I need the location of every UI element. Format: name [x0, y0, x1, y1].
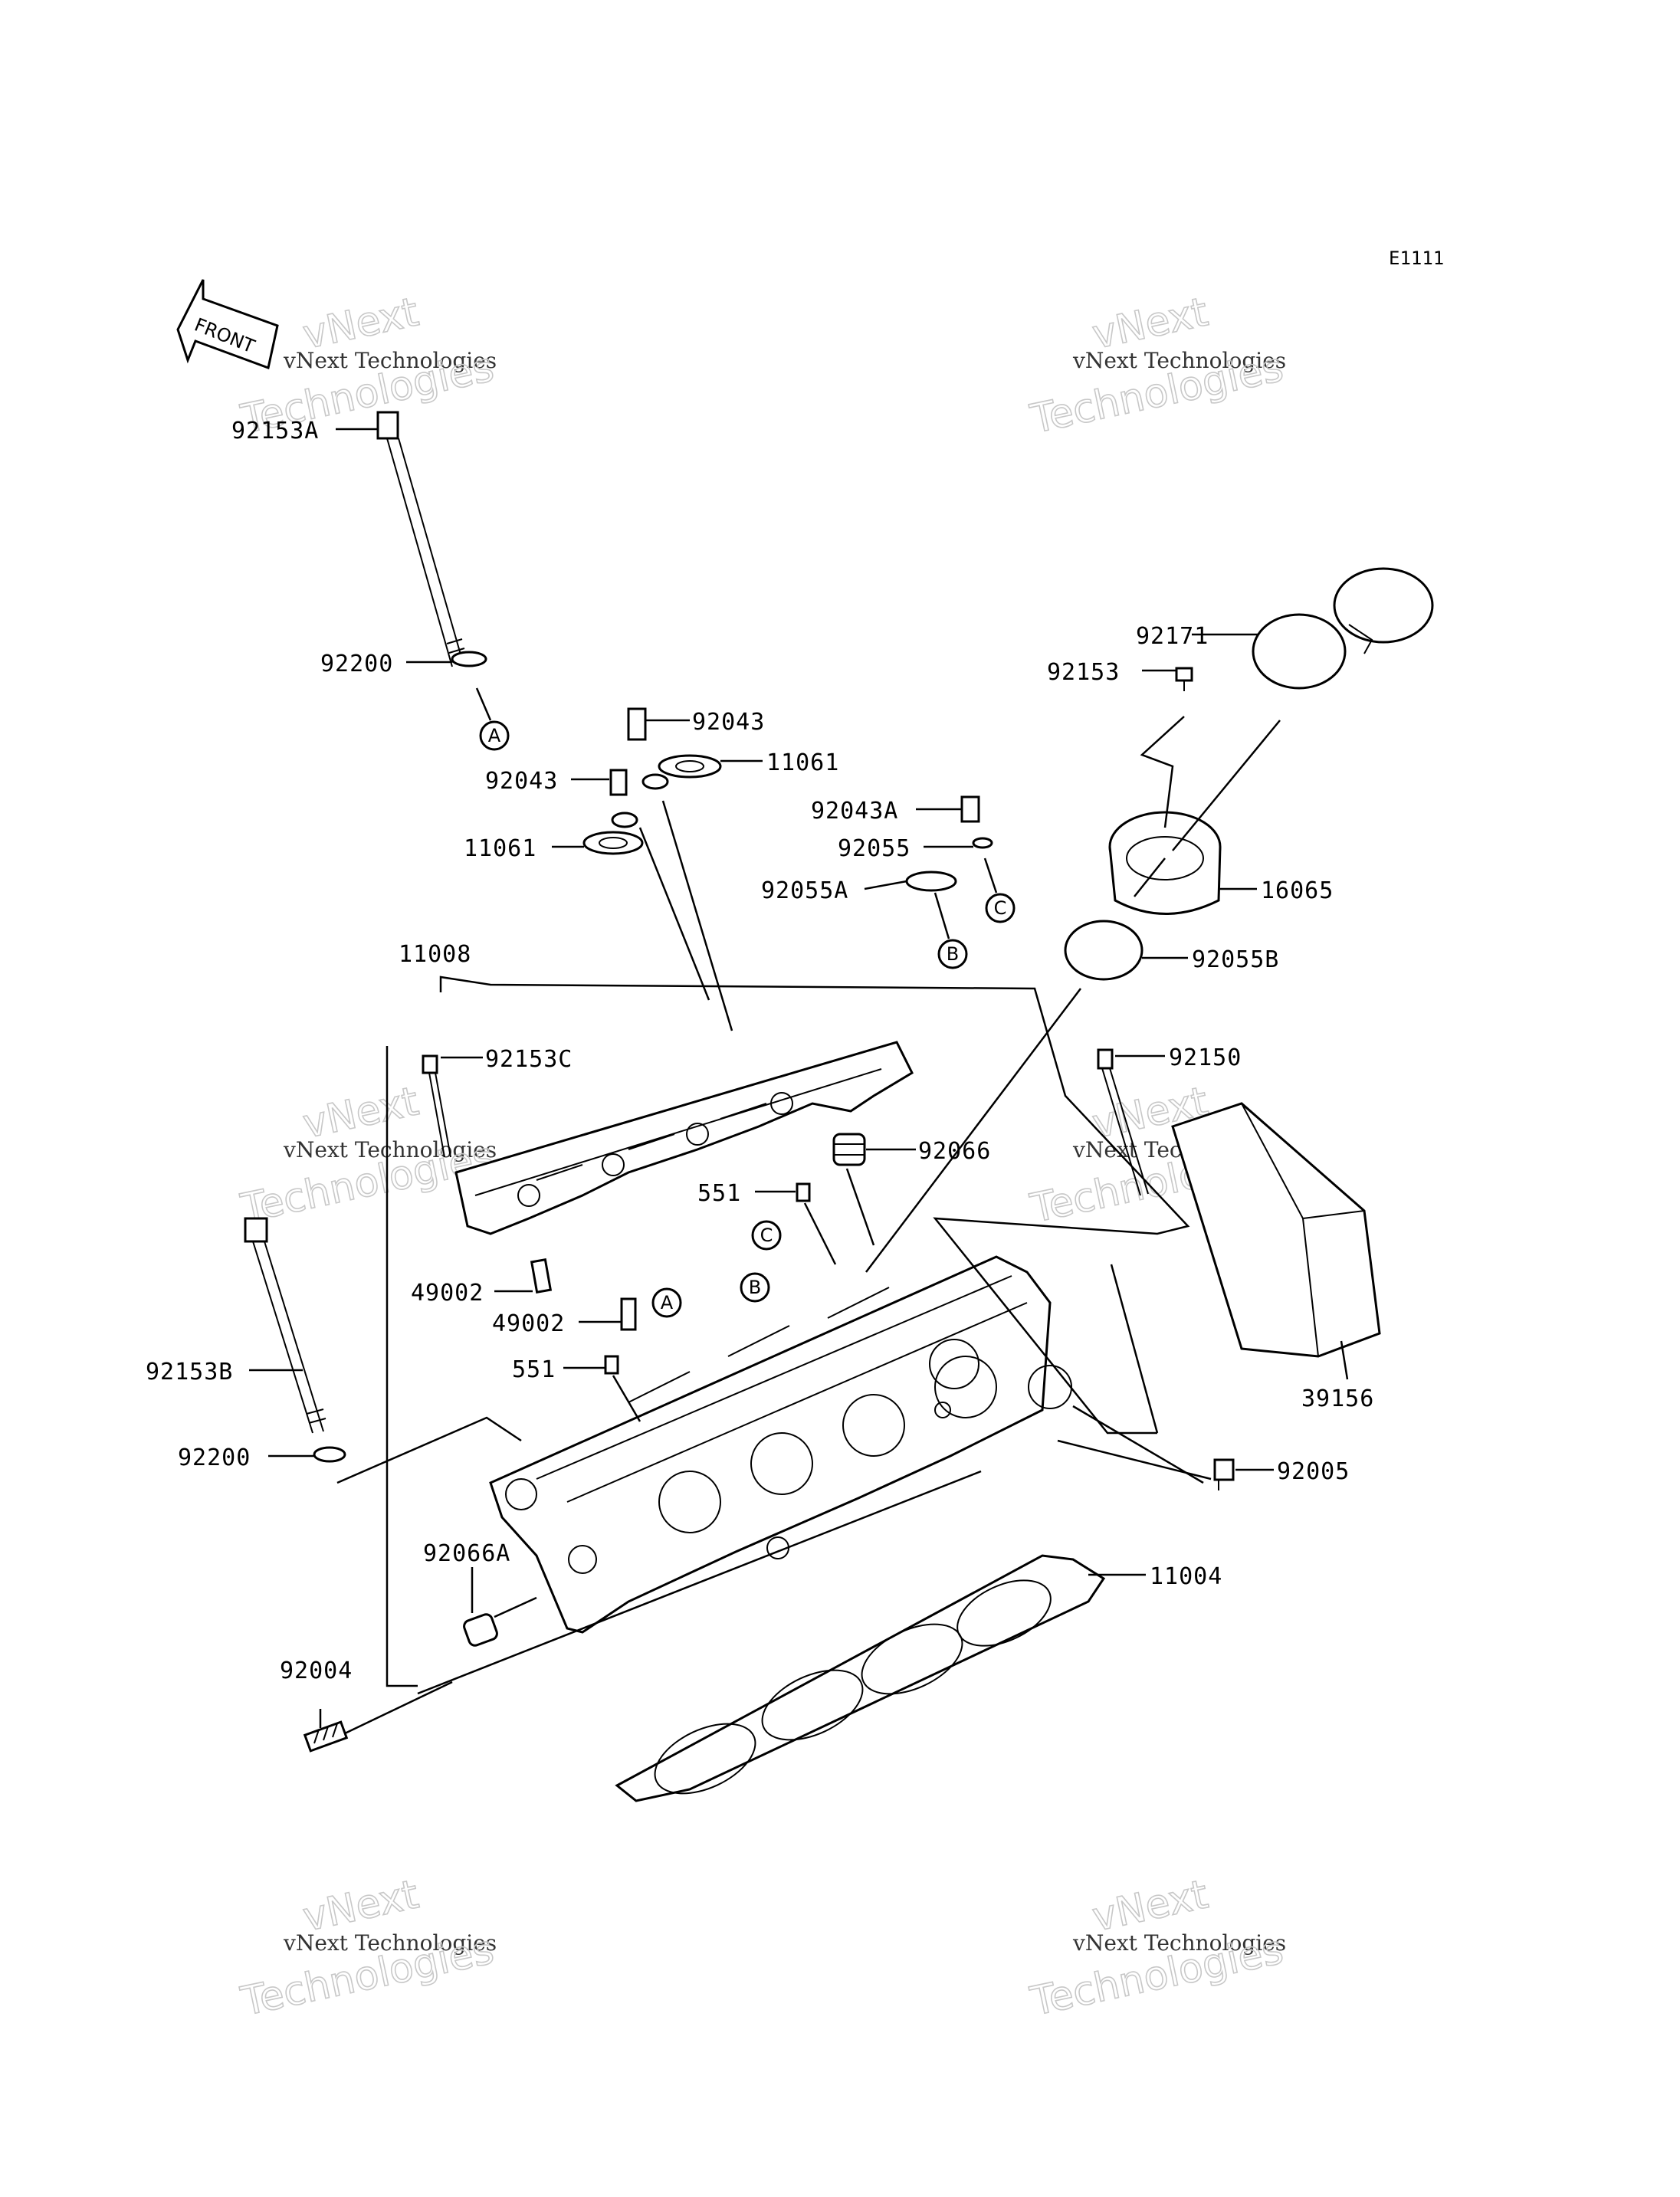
guide-49002-upper-icon: [530, 1258, 553, 1294]
label-49002-lower: 49002: [492, 1310, 565, 1337]
cylinder-head-icon: [489, 1255, 1072, 1634]
bolt-92150-icon: [1097, 1048, 1149, 1196]
label-92004: 92004: [280, 1658, 353, 1684]
gasket-11004-icon: [615, 1554, 1106, 1802]
leader-lines: [249, 428, 1349, 1735]
camshaft-cap-assembly-icon: [454, 1041, 914, 1235]
clamp-92171-icon: [1252, 567, 1434, 690]
fitting-92005-icon: [1213, 1458, 1235, 1490]
label-92171: 92171: [1136, 623, 1209, 650]
label-92066: 92066: [918, 1138, 991, 1165]
dowel-551-lower-icon: [604, 1355, 619, 1375]
screw-92153-icon: [1175, 667, 1193, 691]
watermark-mid-left: vNext Technologies vNext Technologies: [236, 1078, 498, 1233]
bolt-92153b-icon: [244, 1217, 326, 1434]
label-92200: 92200: [320, 651, 393, 677]
oring-92055-icon: [972, 837, 993, 849]
diagram-code: E1111: [1389, 248, 1444, 269]
label-39156: 39156: [1301, 1385, 1374, 1412]
svg-text:C: C: [760, 1225, 773, 1246]
svg-text:C: C: [994, 897, 1007, 919]
washer-92200-icon: [451, 651, 487, 667]
svg-text:B: B: [947, 943, 959, 965]
label-92043-lower: 92043: [485, 768, 558, 795]
label-92153b: 92153B: [146, 1359, 233, 1385]
reference-mark-c-lower: C: [751, 1220, 782, 1251]
svg-text:A: A: [661, 1292, 674, 1313]
label-92153c: 92153C: [485, 1046, 573, 1073]
seal-11061-lower-icon: [582, 831, 644, 855]
label-92043-upper: 92043: [692, 709, 765, 736]
seal-11061-upper-icon: [658, 754, 722, 779]
label-92150: 92150: [1169, 1044, 1242, 1071]
reference-mark-b-top: B: [937, 939, 968, 969]
label-551-lower: 551: [512, 1356, 556, 1383]
watermark-text: vNext Technologies: [283, 1137, 497, 1162]
watermark-bottom-left: vNext Technologies vNext Technologies: [236, 1871, 498, 2026]
holder-16065-icon: [1108, 811, 1222, 915]
watermark-top-right: vNext Technologies vNext Technologies: [1025, 289, 1288, 444]
bolt-92153a-icon: [376, 411, 468, 667]
label-11061-lower: 11061: [464, 835, 536, 862]
watermark-text: vNext Technologies: [283, 348, 497, 373]
label-92055b: 92055B: [1192, 946, 1279, 973]
svg-text:A: A: [488, 725, 501, 746]
label-92066a: 92066A: [423, 1540, 510, 1567]
reference-mark-c-top: C: [985, 893, 1016, 923]
watermark-text: vNext Technologies: [1072, 348, 1286, 373]
guide-49002-lower-icon: [620, 1297, 637, 1331]
label-92005: 92005: [1277, 1458, 1350, 1485]
label-49002-upper: 49002: [411, 1280, 484, 1307]
front-arrow-icon: FRONT: [176, 279, 279, 370]
label-551-upper: 551: [697, 1180, 741, 1207]
label-92200-lower: 92200: [178, 1444, 251, 1471]
plug-92066-icon: [832, 1133, 866, 1166]
washer-92200-lower-icon: [313, 1446, 346, 1463]
label-92055a: 92055A: [761, 877, 848, 904]
pad-39156-icon: [1171, 1102, 1381, 1358]
pipe-92043-upper-icon: [627, 707, 647, 741]
label-16065: 16065: [1261, 877, 1334, 904]
label-11004: 11004: [1150, 1563, 1222, 1590]
stud-92004-icon: [303, 1720, 349, 1753]
watermark-bottom-right: vNext Technologies vNext Technologies: [1025, 1871, 1288, 2026]
pipe-92043a-icon: [960, 795, 980, 823]
label-11008: 11008: [399, 941, 471, 968]
label-92055: 92055: [838, 835, 911, 862]
reference-mark-a-lower: A: [651, 1287, 682, 1318]
reference-mark-a-top: A: [479, 720, 510, 751]
pipe-92043-lower-icon: [609, 769, 628, 796]
part-labels: 92153A 92200 92043 92043 11061 11061 920…: [146, 418, 1374, 1684]
bolt-92153c-icon: [422, 1054, 451, 1158]
dowel-551-upper-icon: [796, 1182, 811, 1202]
label-92153a: 92153A: [231, 418, 319, 444]
label-11061-upper: 11061: [766, 749, 839, 776]
oring-small-2-icon: [641, 773, 669, 790]
oring-small-icon: [611, 812, 638, 828]
oring-92055b-icon: [1064, 920, 1144, 981]
oring-92055a-icon: [905, 871, 957, 892]
reference-mark-b-lower: B: [740, 1272, 770, 1303]
plug-92066a-icon: [463, 1613, 498, 1647]
label-92153: 92153: [1047, 659, 1120, 686]
label-92043a: 92043A: [811, 798, 898, 825]
watermark-text: vNext Technologies: [283, 1930, 497, 1956]
watermark-text: vNext Technologies: [1072, 1930, 1286, 1956]
svg-text:B: B: [749, 1277, 761, 1298]
